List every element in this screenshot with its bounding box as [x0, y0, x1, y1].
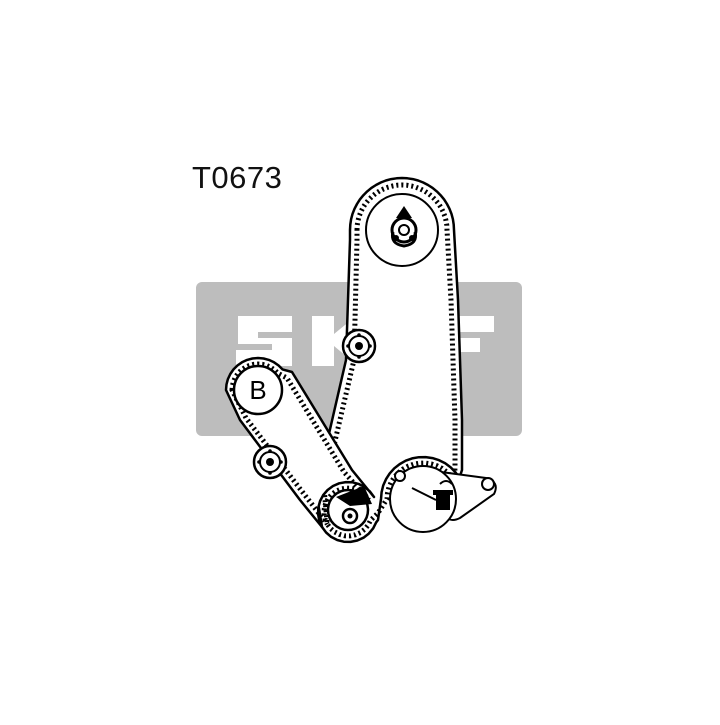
lower-idler-pulley: [252, 444, 288, 480]
crankshaft-pulley: [326, 486, 372, 532]
watermark-letter-s: [236, 316, 292, 366]
part-code-label: T0673: [192, 160, 283, 195]
camshaft-pulley: [365, 193, 439, 267]
tensioner-spring: [436, 494, 450, 510]
main-timing-belt: [314, 176, 464, 544]
tensioner-pulley: [389, 465, 497, 533]
upper-idler-pulley: [341, 328, 377, 364]
balance-shaft-pulley: B: [232, 364, 284, 416]
balance-shaft-label: B: [249, 375, 266, 405]
